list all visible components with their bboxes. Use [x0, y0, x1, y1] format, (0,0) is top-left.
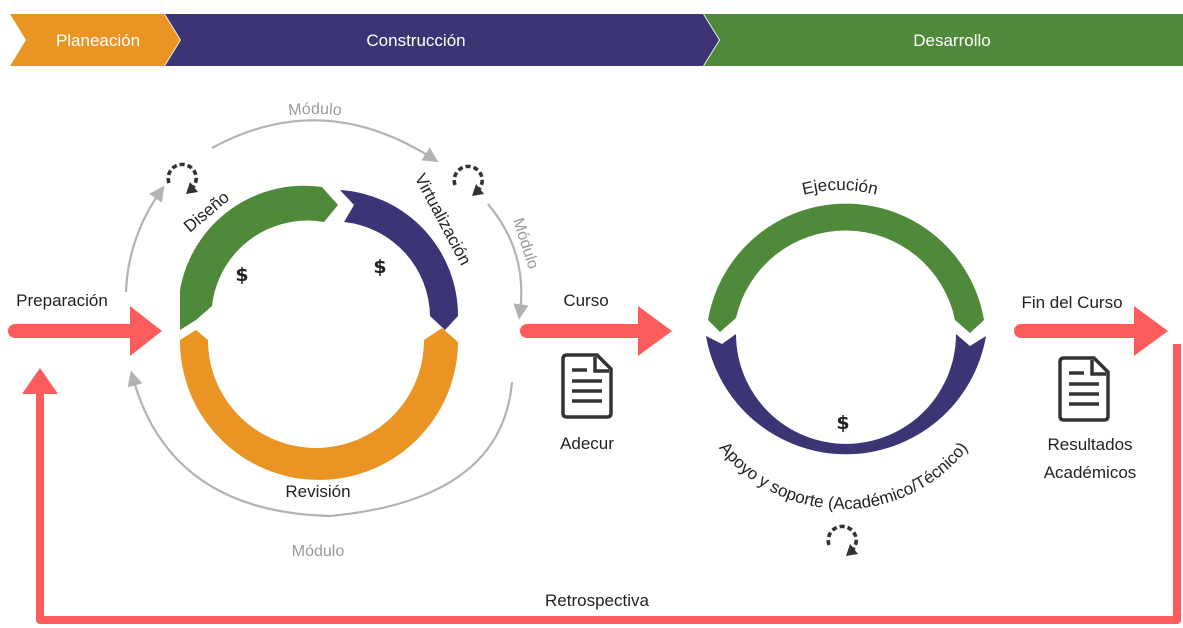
retrospectiva-arrow-head	[22, 368, 58, 394]
modulo-label-right: Módulo	[509, 216, 541, 271]
phase-desarrollo-label: Desarrollo	[913, 31, 990, 50]
label-adecur: Adecur	[560, 434, 614, 453]
modulo-label-top: Módulo	[288, 101, 343, 120]
document-icon	[1058, 356, 1110, 422]
refresh-icon	[166, 162, 198, 194]
arrow-curso-shaft	[520, 324, 644, 338]
refresh-icon	[452, 164, 484, 196]
segment-virtualizacion	[340, 190, 459, 330]
phase-planeacion-label: Planeación	[56, 31, 140, 50]
label-retrospectiva: Retrospectiva	[545, 591, 649, 610]
label-resultados-2: Académicos	[1044, 463, 1137, 482]
execution-cycle: $ Ejecución Apoyo y soporte (Académico/T…	[706, 175, 986, 513]
label-resultados-1: Resultados	[1047, 435, 1132, 454]
phase-desarrollo	[704, 14, 1183, 66]
phase-planeacion	[10, 14, 180, 66]
segment-diseno	[180, 185, 338, 330]
arrow-preparacion-shaft	[8, 324, 136, 338]
arrow-preparacion-head	[130, 306, 162, 356]
retrospectiva-loop	[36, 344, 1181, 624]
label-fin-curso: Fin del Curso	[1021, 293, 1122, 312]
module-arrow-right	[487, 203, 529, 320]
label-preparacion: Preparación	[16, 291, 108, 310]
construction-cycle: $ $ Diseño Virtualización Revisión	[179, 170, 475, 501]
phase-construccion-label: Construcción	[366, 31, 465, 50]
label-ejecucion: Ejecución	[800, 175, 880, 199]
arrow-curso-head	[638, 306, 672, 356]
module-arrow-bottom	[127, 370, 514, 518]
arrow-fin-shaft	[1014, 324, 1140, 338]
arrow-fin-head	[1134, 306, 1168, 356]
module-cycle	[124, 119, 529, 518]
module-arrow-top	[211, 119, 439, 163]
phase-construccion	[165, 14, 719, 66]
dollar-virtualizacion: $	[373, 256, 386, 278]
label-revision: Revisión	[285, 482, 350, 501]
module-arrow-left	[124, 185, 165, 293]
dollar-apoyo: $	[836, 412, 849, 434]
phase-banner: Planeación Construcción Desarrollo	[10, 14, 1183, 66]
segment-apoyo	[706, 334, 986, 455]
label-curso: Curso	[563, 291, 608, 310]
segment-revision	[179, 328, 458, 480]
flow-arrows	[8, 306, 1181, 624]
dollar-diseno: $	[235, 264, 248, 286]
modulo-label-bottom: Módulo	[292, 543, 345, 560]
refresh-icon	[826, 524, 858, 556]
document-icon	[561, 353, 613, 419]
segment-ejecucion	[708, 203, 984, 333]
